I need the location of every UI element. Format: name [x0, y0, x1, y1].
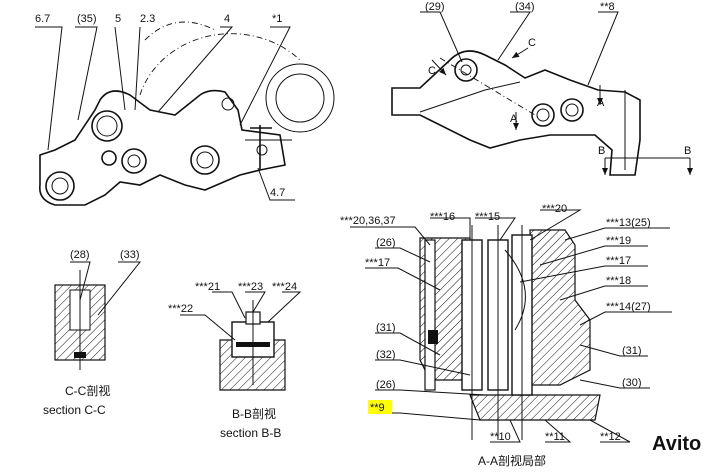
marker-c-right: C: [528, 37, 536, 49]
label-1: *1: [272, 13, 282, 25]
label-21: ***21: [195, 281, 220, 293]
label-10: **10: [490, 431, 511, 443]
highlight-box: [368, 400, 392, 414]
marker-b-left: B: [598, 145, 605, 157]
marker-a-right: A: [597, 97, 605, 109]
bracket-outline: [391, 50, 641, 176]
gear-outlines: [139, 21, 335, 133]
label-31-left: (31): [376, 322, 396, 334]
label-19: ***19: [606, 235, 631, 247]
watermark: Avito: [652, 433, 701, 455]
label-17-left: ***17: [365, 257, 390, 269]
marker-c-left: C: [428, 65, 436, 77]
label-34: (34): [515, 1, 535, 13]
marker-a-left: A: [510, 113, 518, 125]
label-12: **12: [600, 431, 621, 443]
section-cc-caption-en: section C-C: [43, 403, 106, 417]
section-a-a: ***20,36,37 ***16 ***15 ***20 (26) ***17…: [340, 203, 672, 468]
label-17-right: ***17: [606, 255, 631, 267]
base-plate: [469, 394, 601, 421]
label-4: 4: [224, 13, 230, 25]
label-15: ***15: [475, 211, 500, 223]
top-right-view: (29) (34) **8 C C A A B B: [391, 1, 693, 176]
label-2-3: 2.3: [140, 13, 155, 25]
top-left-view: 6.7 (35) 5 2.3 4 *1 4.7: [35, 13, 335, 206]
label-20: ***20: [542, 203, 567, 215]
label-26-bottom: (26): [376, 379, 396, 391]
label-29: (29): [425, 1, 445, 13]
label-9: **9: [370, 402, 385, 414]
section-bb-caption-en: section B-B: [220, 426, 281, 440]
label-22: ***22: [168, 303, 193, 315]
label-31-right: (31): [622, 345, 642, 357]
label-24: ***24: [272, 281, 297, 293]
label-13-25: ***13(25): [606, 217, 651, 229]
label-14-27: ***14(27): [606, 301, 651, 313]
label-8: **8: [600, 1, 615, 13]
label-16: ***16: [430, 211, 455, 223]
label-23: ***23: [238, 281, 263, 293]
marker-b-right: B: [684, 145, 691, 157]
section-c-c: (28) (33) C-C剖视 section C-C: [43, 249, 142, 417]
label-18: ***18: [606, 275, 631, 287]
label-26-top: (26): [376, 237, 396, 249]
pump-body-outline: [38, 89, 286, 206]
section-b-b: ***21 ***23 ***24 ***22 B-B剖视 section B-…: [168, 281, 302, 440]
label-11: **11: [545, 431, 565, 443]
label-4-7: 4.7: [270, 187, 285, 199]
label-35: (35): [77, 13, 97, 25]
label-28: (28): [70, 249, 90, 261]
top-left-leaders: [35, 26, 295, 201]
section-aa-caption-cn: A-A剖视局部: [478, 453, 546, 468]
label-6-7: 6.7: [35, 13, 50, 25]
label-30: (30): [622, 377, 642, 389]
section-bb-caption-cn: B-B剖视: [232, 406, 276, 421]
label-20-36-37: ***20,36,37: [340, 215, 396, 227]
section-cc-caption-cn: C-C剖视: [65, 383, 110, 398]
label-32: (32): [376, 349, 396, 361]
label-5: 5: [115, 13, 121, 25]
label-33: (33): [120, 249, 140, 261]
